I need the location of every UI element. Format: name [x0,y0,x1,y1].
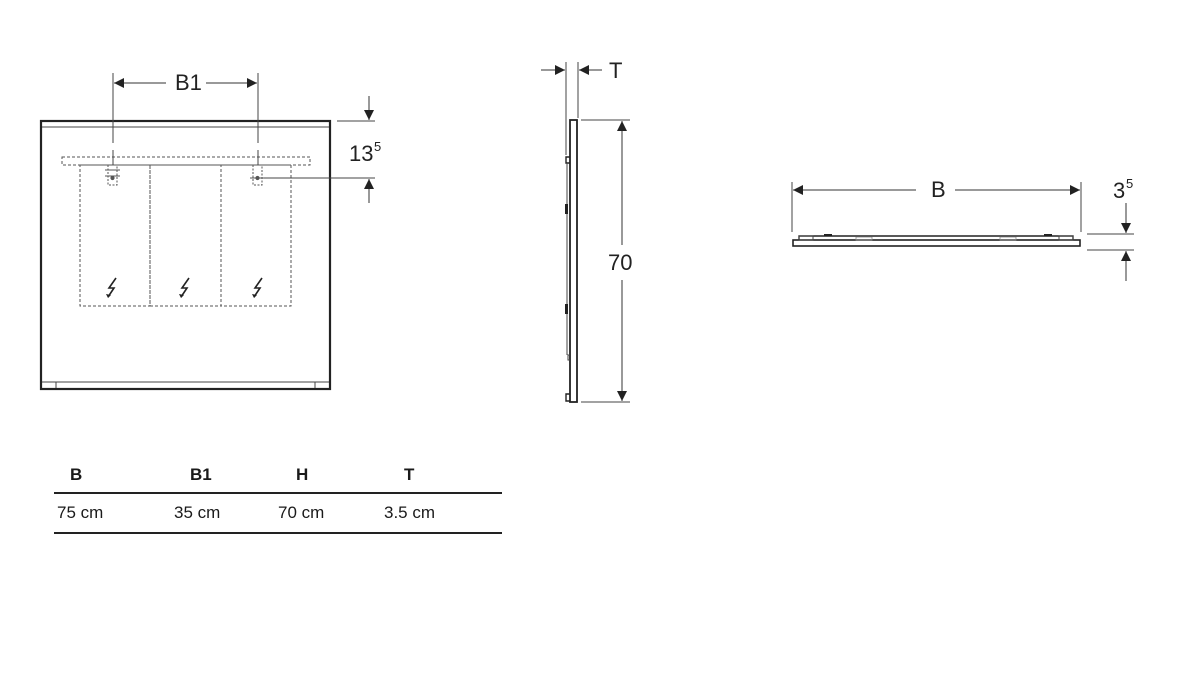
dimension-b1: B1 [112,70,259,165]
front-view: B1 13 5 [39,70,381,391]
dimensions-table: B B1 H T 75 cm 35 cm 70 cm 3.5 cm [54,458,502,534]
svg-text:B1: B1 [175,70,202,95]
svg-text:70: 70 [608,250,632,275]
svg-text:3: 3 [1113,178,1125,203]
dimension-b: B [791,177,1082,232]
svg-text:B: B [931,177,946,202]
svg-text:T: T [609,58,622,83]
hanger-right [250,164,265,186]
dimension-depth: 3 5 [1087,176,1134,281]
hanger-left [105,164,120,186]
top-view: B 3 5 [791,176,1134,281]
svg-text:5: 5 [374,139,381,154]
header-h: H [296,465,309,484]
lightning-bolt-icon [178,277,190,299]
front-view-frame [39,119,332,391]
value-b: 75 cm [57,503,104,522]
header-t: T [404,465,415,484]
value-t: 3.5 cm [384,503,436,522]
mounting-rail-hidden [61,156,311,166]
dimension-t: T [541,58,622,155]
svg-text:13: 13 [349,141,373,166]
side-view: T 70 [541,58,632,403]
top-view-panel [792,239,1081,247]
svg-text:5: 5 [1126,176,1133,191]
lightning-bolt-icon [105,277,117,299]
header-b1: B1 [190,465,212,484]
lightning-bolt-icon [251,277,263,299]
side-view-panel [569,119,578,403]
value-h: 70 cm [278,503,325,522]
header-b: B [70,465,83,484]
value-b1: 35 cm [174,503,221,522]
table-header-row: B B1 H T [54,458,502,494]
dimension-hanger-offset: 13 5 [264,96,381,203]
dimension-height: 70 [581,119,632,403]
table-row: 75 cm 35 cm 70 cm 3.5 cm [54,494,502,534]
